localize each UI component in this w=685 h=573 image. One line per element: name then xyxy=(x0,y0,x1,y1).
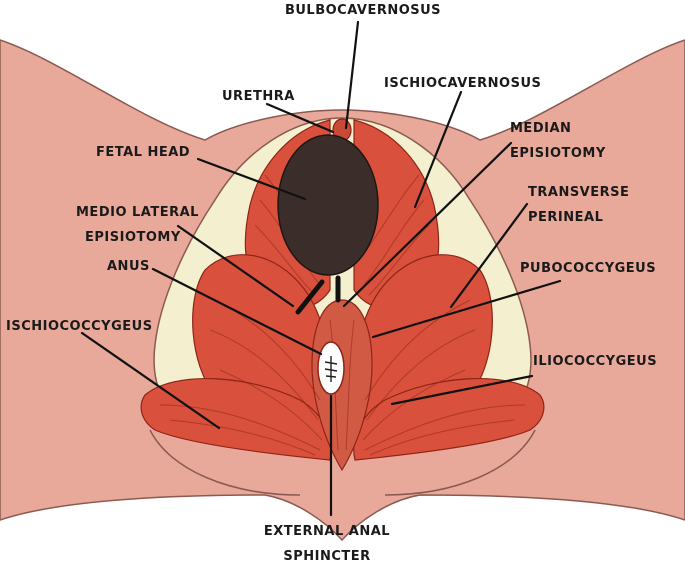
label-external-anal-sphincter-line1: EXTERNAL ANAL xyxy=(264,524,390,539)
leader-lines xyxy=(80,20,562,517)
label-urethra: URETHRA xyxy=(222,89,295,104)
leader-ischiococcygeus xyxy=(80,331,221,430)
leader-anus xyxy=(151,267,323,356)
leader-pubococcygeus xyxy=(371,279,562,339)
label-ischiocavernosus: ISCHIOCAVERNOSUS xyxy=(384,76,541,91)
labels: BULBOCAVERNOSUS URETHRA ISCHIOCAVERNOSUS… xyxy=(6,3,657,564)
left-buttock-curve xyxy=(149,429,301,496)
label-iliococcygeus: ILIOCOCCYGEUS xyxy=(533,354,657,369)
label-external-anal-sphincter-line2: SPHINCTER xyxy=(283,549,370,564)
label-medio-lateral-episiotomy-line1: MEDIO LATERAL xyxy=(76,205,199,220)
muscle-layer xyxy=(140,119,545,472)
label-pubococcygeus: PUBOCOCCYGEUS xyxy=(520,261,656,276)
label-transverse-perineal-line2: PERINEAL xyxy=(528,210,603,225)
fetal-head xyxy=(277,134,379,276)
label-ischiococcygeus: ISCHIOCOCCYGEUS xyxy=(6,319,153,334)
leader-iliococcygeus xyxy=(390,374,534,406)
leader-ischiocavernosus xyxy=(413,90,463,209)
leader-bulbocavernosus xyxy=(344,20,360,130)
label-fetal-head: FETAL HEAD xyxy=(96,145,190,160)
label-bulbocavernosus: BULBOCAVERNOSUS xyxy=(285,3,441,18)
label-medio-lateral-episiotomy-line2: EPISIOTOMY xyxy=(85,230,181,245)
label-median-episiotomy-line2: EPISIOTOMY xyxy=(510,146,606,161)
label-anus: ANUS xyxy=(107,259,150,274)
leader-median-episiotomy xyxy=(342,141,513,308)
right-buttock-curve xyxy=(384,429,536,496)
leader-urethra xyxy=(265,102,335,134)
label-median-episiotomy-line1: MEDIAN xyxy=(510,121,571,136)
leader-fetal-head xyxy=(196,157,307,201)
label-transverse-perineal-line1: TRANSVERSE xyxy=(528,185,629,200)
right-iliococcygeus-muscle xyxy=(353,378,545,461)
medio-lateral-episiotomy-mark xyxy=(295,279,325,315)
leader-transverse-perineal xyxy=(449,202,529,309)
leader-medio-lateral-episiotomy xyxy=(176,224,295,308)
anus-pucker-icon xyxy=(324,356,338,382)
